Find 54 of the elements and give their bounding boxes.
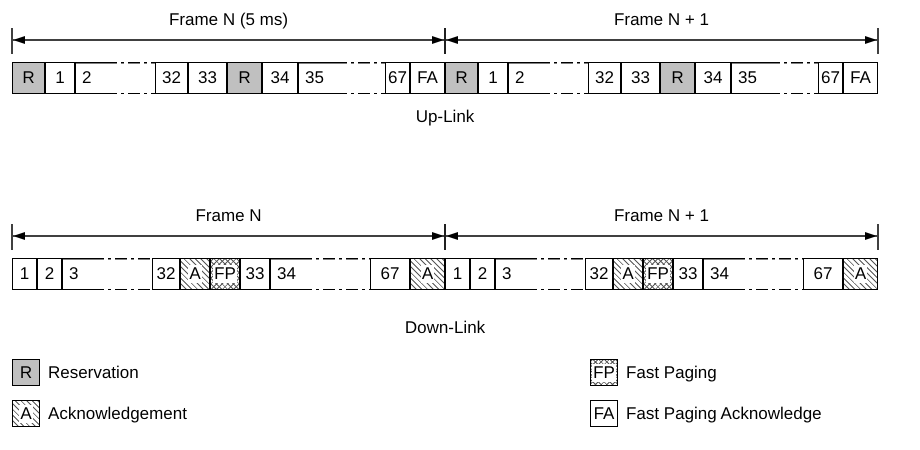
time-slot: 2 (37, 258, 62, 290)
time-slot: 35 (731, 62, 818, 94)
legend-text: Reservation (48, 363, 139, 383)
legend-sample: R (12, 359, 40, 386)
time-slot: 1 (45, 62, 75, 94)
legend-sample: FP (590, 359, 618, 386)
frame-label: Frame N (5 ms) (169, 10, 288, 30)
time-slot: 33 (621, 62, 660, 94)
time-slot: FP (210, 258, 240, 290)
legend-sample: A (12, 400, 40, 427)
time-slot: 34 (262, 62, 298, 94)
time-slot: 32 (585, 258, 613, 290)
time-slot: 2 (508, 62, 588, 94)
time-slot: 67 (803, 258, 843, 290)
time-slot: 33 (240, 258, 270, 290)
time-slot: 1 (478, 62, 508, 94)
time-slot: 34 (695, 62, 731, 94)
time-slot: R (227, 62, 262, 94)
legend-text: Acknowledgement (48, 404, 187, 424)
time-slot: 1 (12, 258, 37, 290)
time-slot: 1 (445, 258, 470, 290)
legend-text: Fast Paging Acknowledge (626, 404, 822, 424)
time-slot: 2 (470, 258, 495, 290)
time-slot: 3 (62, 258, 152, 290)
time-slot: FA (410, 62, 445, 94)
time-slot: R (445, 62, 478, 94)
time-slot: 67 (370, 258, 410, 290)
frame-label: Frame N + 1 (614, 206, 709, 226)
time-slot: 33 (188, 62, 227, 94)
time-slot: A (843, 258, 878, 290)
time-slot: FA (843, 62, 878, 94)
time-slot: 32 (152, 258, 180, 290)
time-slot: R (660, 62, 695, 94)
time-slot: 67 (385, 62, 410, 94)
frame-label: Frame N (195, 206, 262, 226)
time-slot: A (613, 258, 643, 290)
time-slot: A (180, 258, 210, 290)
time-slot: 33 (673, 258, 703, 290)
time-slot: 34 (270, 258, 370, 290)
legend-text: Fast Paging (626, 363, 717, 383)
time-slot: 3 (495, 258, 585, 290)
frame-label: Frame N + 1 (614, 10, 709, 30)
time-slot: 67 (818, 62, 843, 94)
time-slot: FP (643, 258, 673, 290)
time-slot: R (12, 62, 45, 94)
time-slot: 32 (588, 62, 621, 94)
time-slot: 35 (298, 62, 385, 94)
time-slot: 32 (155, 62, 188, 94)
link-label: Up-Link (416, 107, 474, 127)
time-slot: 34 (703, 258, 803, 290)
time-slot: 2 (75, 62, 155, 94)
time-slot: A (410, 258, 445, 290)
legend-sample: FA (590, 400, 618, 427)
link-label: Down-Link (404, 318, 486, 338)
